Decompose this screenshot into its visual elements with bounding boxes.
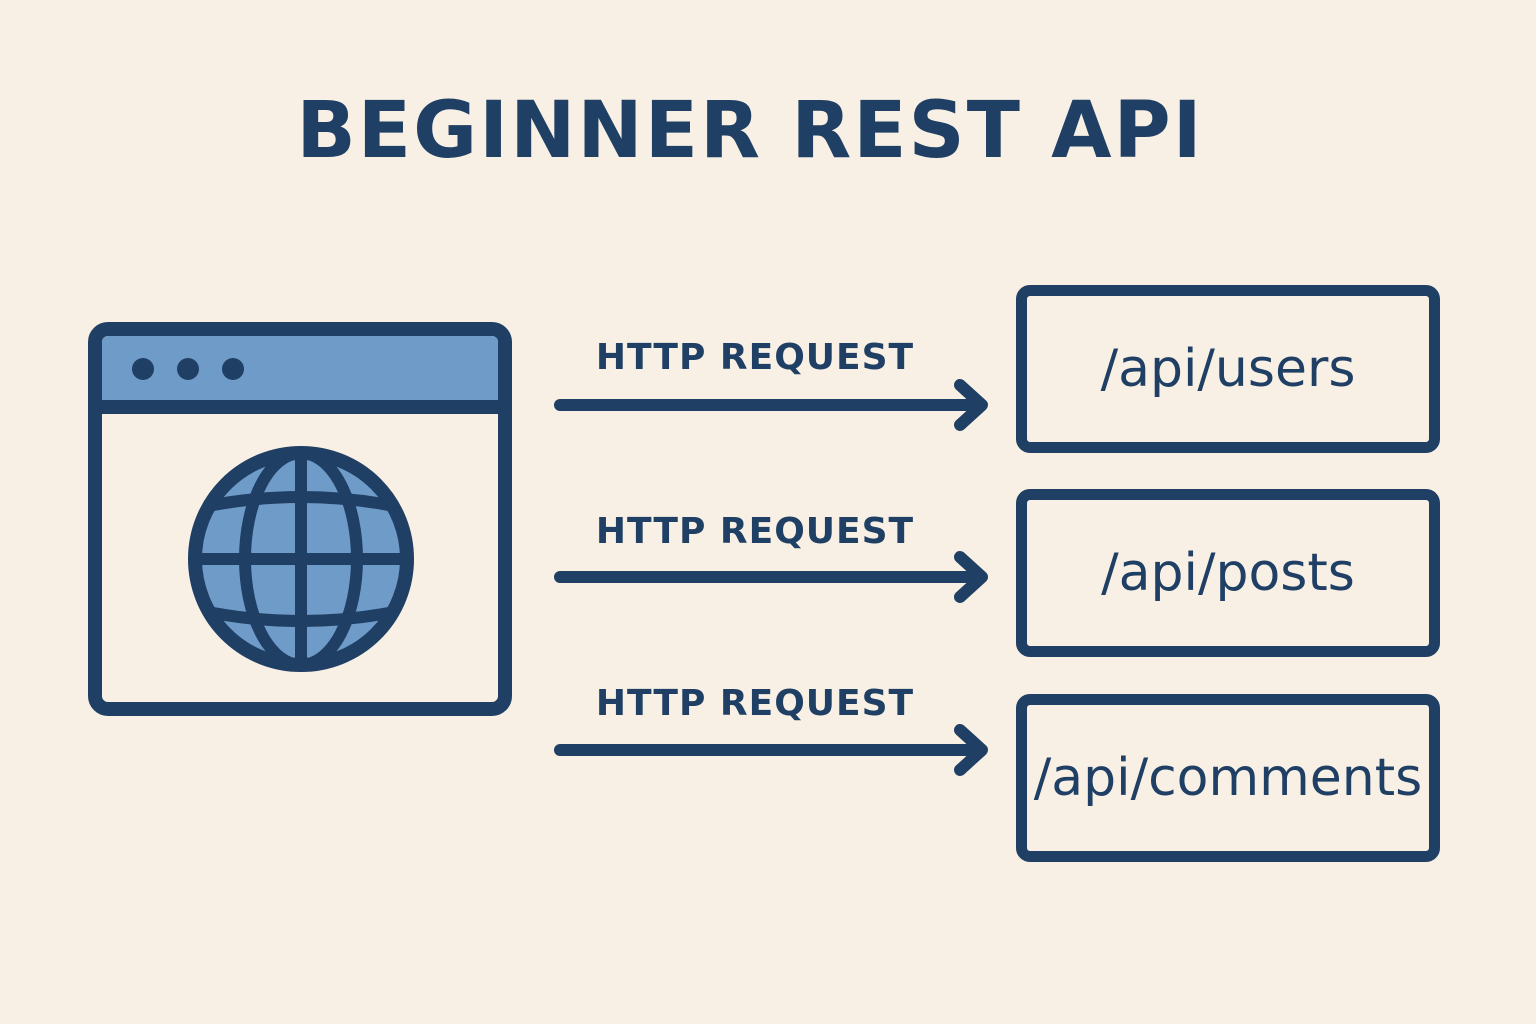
- endpoint-path: /api/users: [1100, 339, 1356, 399]
- arrow-right-icon: [554, 379, 988, 431]
- globe-icon: [188, 446, 414, 672]
- endpoint-path: /api/comments: [1033, 748, 1423, 808]
- http-request-label: HTTP REQUEST: [595, 683, 915, 724]
- window-dot-icon: [222, 358, 244, 380]
- endpoint-users-box: /api/users: [1016, 285, 1440, 453]
- window-dot-icon: [132, 358, 154, 380]
- arrow-right-icon: [554, 724, 988, 776]
- window-dot-icon: [177, 358, 199, 380]
- arrow-right-icon: [554, 551, 988, 603]
- http-request-label: HTTP REQUEST: [595, 511, 915, 552]
- endpoint-path: /api/posts: [1101, 543, 1355, 603]
- endpoint-comments-box: /api/comments: [1016, 694, 1440, 862]
- browser-titlebar: [102, 336, 498, 414]
- browser-window-icon: [88, 322, 512, 716]
- diagram-title: BEGINNER REST API: [296, 86, 1204, 176]
- http-request-label: HTTP REQUEST: [595, 337, 915, 378]
- endpoint-posts-box: /api/posts: [1016, 489, 1440, 657]
